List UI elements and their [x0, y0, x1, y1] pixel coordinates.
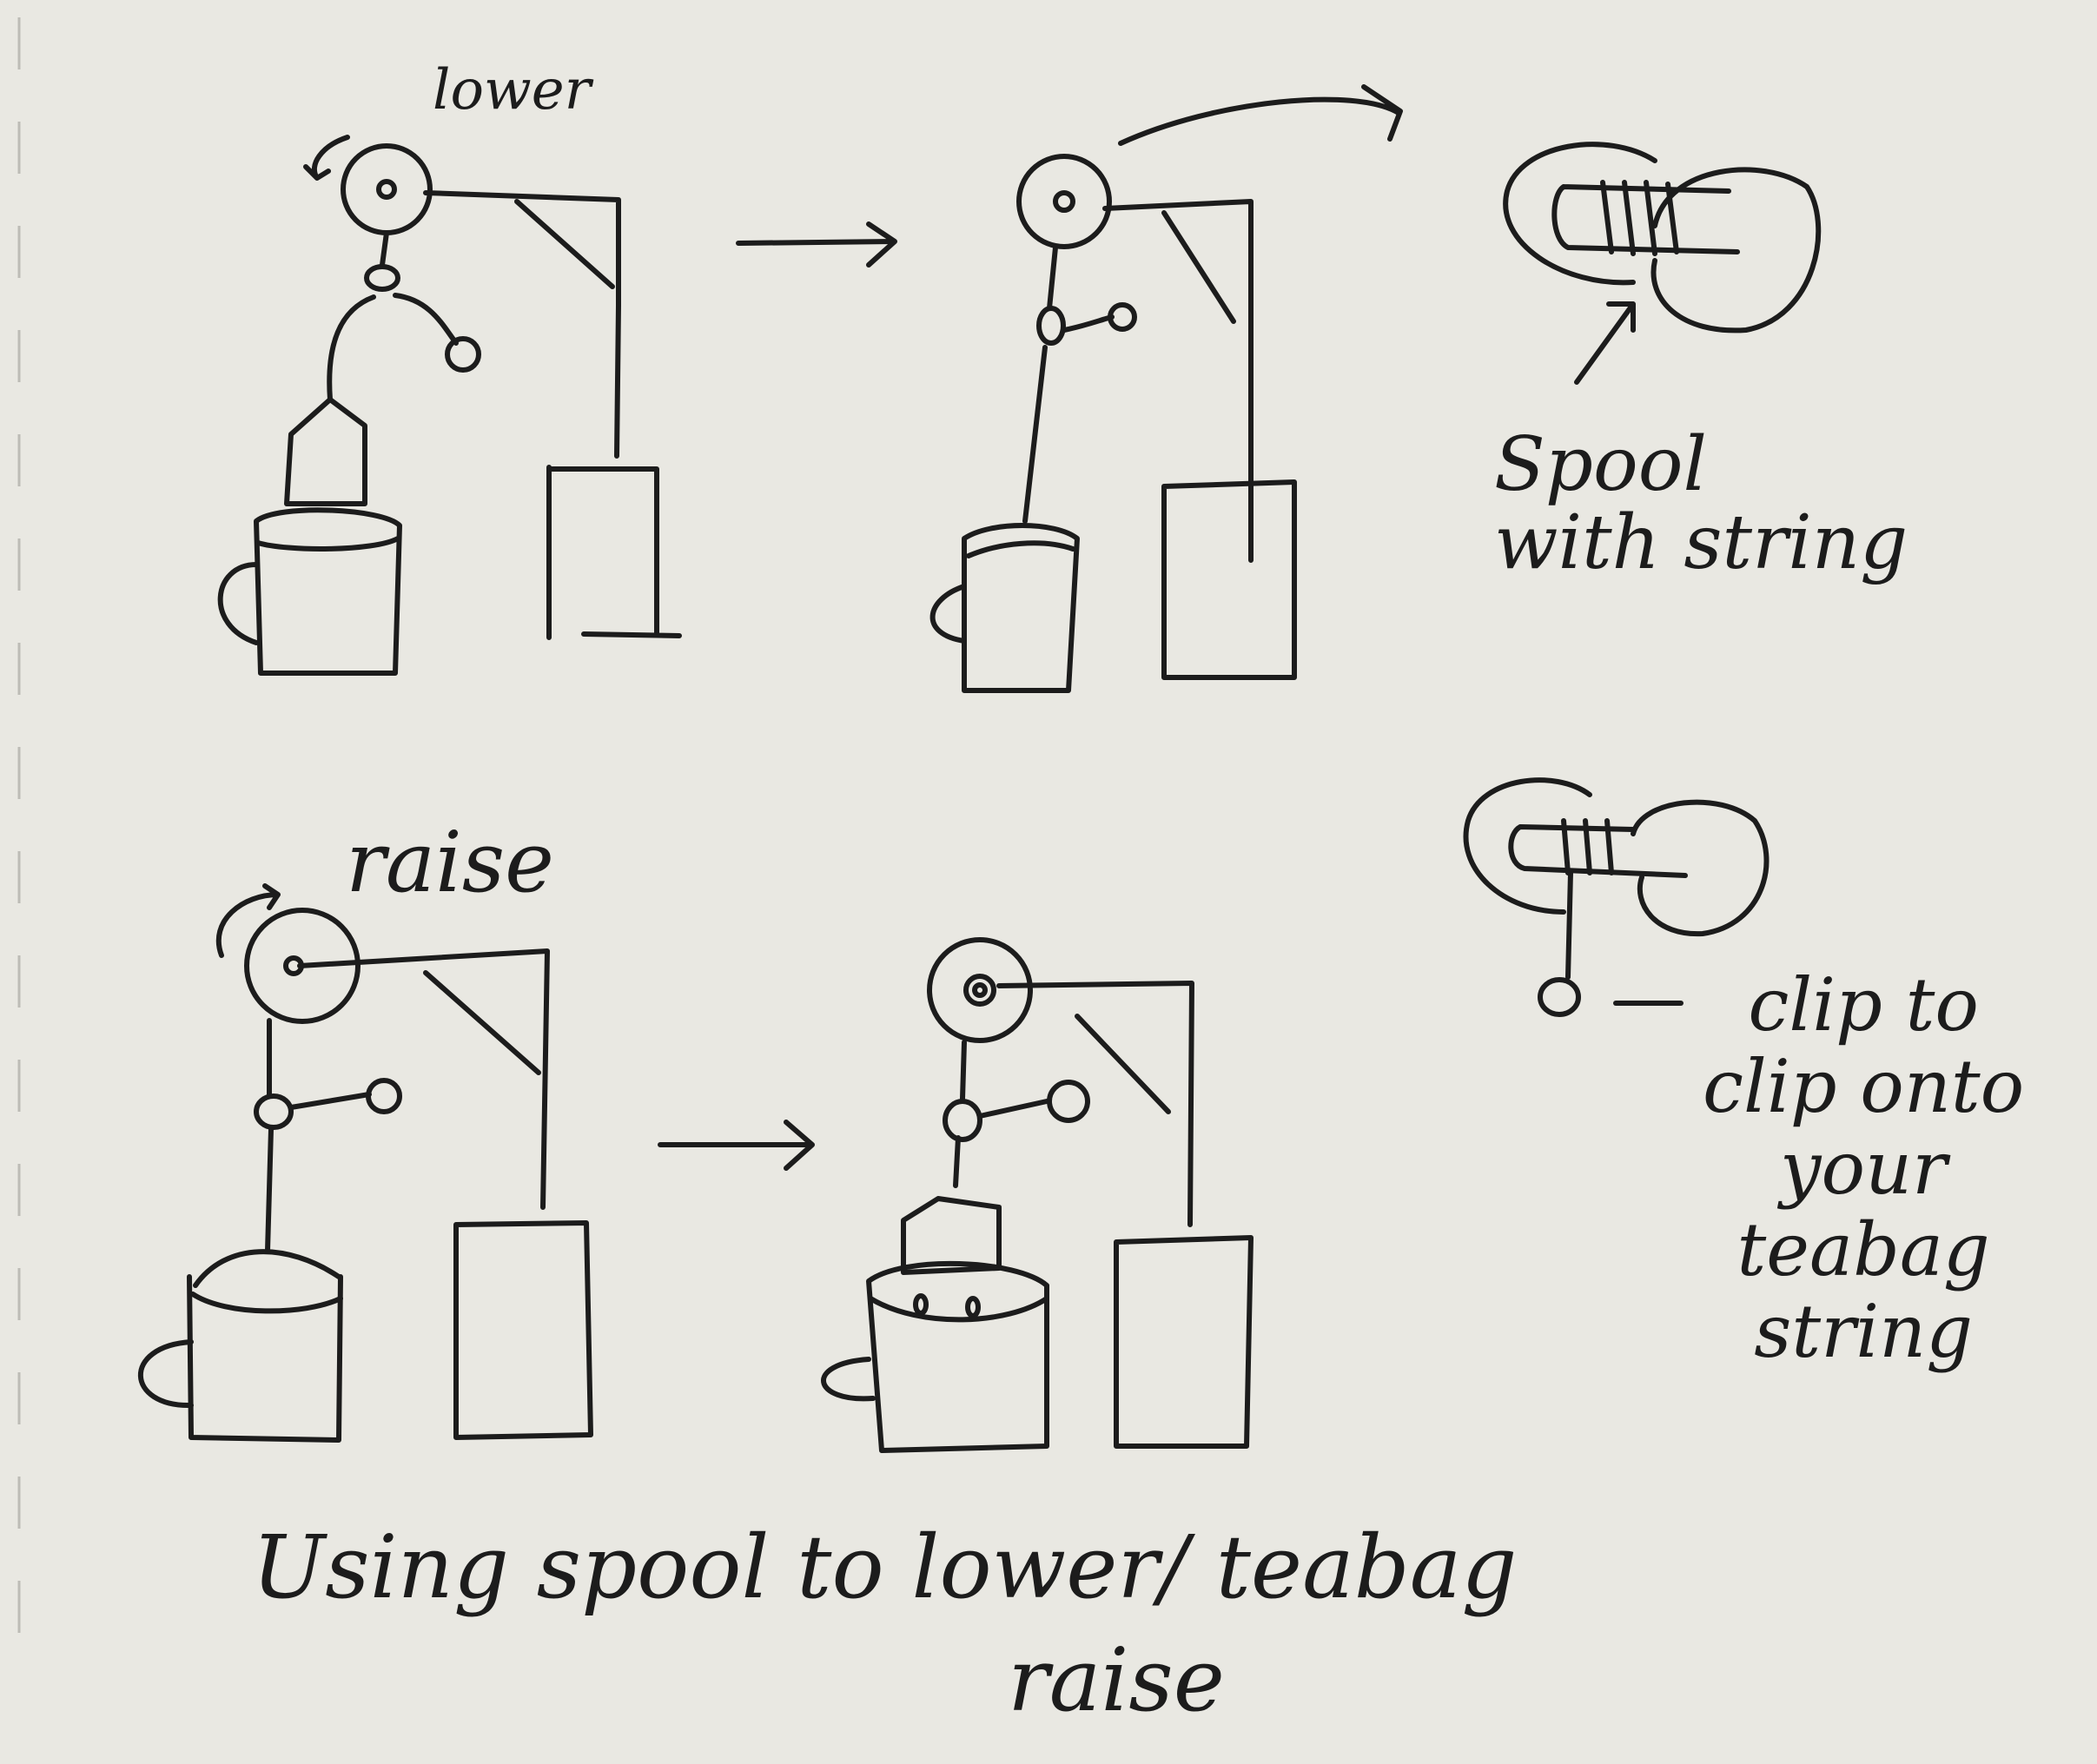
string — [960, 1040, 967, 1101]
stand-base — [546, 465, 682, 640]
clip — [254, 1093, 294, 1130]
spool-axle — [1053, 190, 1075, 213]
spool-disc-right — [1631, 799, 1770, 937]
stand-brace — [1161, 210, 1236, 324]
teabag-string — [265, 1126, 274, 1253]
transition-arrow-top — [736, 221, 897, 268]
spool-disc-left — [1463, 777, 1592, 915]
clip — [1036, 306, 1066, 346]
teabag-string — [1022, 345, 1048, 524]
spool-disc-right — [1650, 167, 1822, 334]
stand-brace — [514, 199, 615, 289]
rotation-arrow — [215, 883, 281, 958]
panel-raise-start — [137, 883, 593, 1443]
label-lower: lower — [433, 58, 592, 122]
mug-handle — [821, 1357, 876, 1402]
clip — [364, 264, 400, 292]
rotation-arrow — [303, 135, 350, 181]
stand-base — [1114, 1235, 1254, 1449]
stand-base — [1161, 479, 1297, 680]
clip-ring — [1047, 1080, 1090, 1123]
clip-ring — [445, 336, 481, 373]
stand-brace — [423, 970, 541, 1075]
panel-lower-start — [217, 135, 682, 676]
stand-arm — [423, 190, 621, 459]
spool-winding — [1600, 180, 1679, 256]
label-spool-with-string: Spool with string — [1494, 421, 1908, 587]
spool-axle — [376, 179, 397, 200]
spool-wheel — [341, 143, 433, 235]
teabag-string — [953, 1135, 961, 1188]
string — [1047, 245, 1058, 311]
teabag-string — [327, 294, 376, 402]
mug-body — [866, 1260, 1049, 1453]
mug-rim — [190, 1292, 343, 1314]
mug-rim — [255, 536, 400, 552]
spool-wheel — [244, 908, 361, 1024]
clip — [1538, 977, 1581, 1017]
rotation-arrow — [1118, 84, 1403, 146]
clip-ring — [1108, 302, 1137, 332]
clip-handle — [1062, 314, 1115, 333]
pointer-arrow — [1574, 301, 1636, 385]
hanging-string — [1565, 870, 1573, 980]
stand-base — [453, 1220, 593, 1440]
transition-arrow-bottom — [658, 1120, 815, 1171]
spool-axle — [963, 974, 996, 1007]
mug-body — [962, 523, 1080, 693]
mug-body — [254, 507, 402, 676]
label-raise: raise — [346, 814, 554, 911]
spool-detail-clip — [1463, 777, 1770, 1017]
spool-wheel — [1016, 154, 1112, 249]
string — [380, 230, 389, 268]
caption-line-2: raise — [1008, 1629, 1225, 1731]
spool-disc-left — [1503, 142, 1657, 286]
spool-winding — [1561, 818, 1614, 875]
caption-line-1: Using spool to lower/ teabag — [252, 1516, 1518, 1618]
panel-lower-end — [929, 84, 1403, 693]
stand-brace — [1075, 1014, 1171, 1114]
spool-axle-inner — [972, 982, 988, 998]
teabag-raised — [901, 1196, 1002, 1275]
spool-barrel — [1508, 824, 1688, 878]
mug-dot — [913, 1293, 929, 1316]
spool-detail-string — [1503, 142, 1822, 385]
mug-handle — [137, 1339, 194, 1409]
clip — [943, 1099, 982, 1142]
panel-raise-end — [821, 937, 1254, 1453]
stand-arm — [996, 981, 1194, 1227]
mug-rim — [868, 1296, 1049, 1323]
clip-ring — [366, 1078, 402, 1114]
spool-wheel — [927, 937, 1033, 1043]
clip-handle — [288, 1092, 372, 1110]
teabag-in-mug — [193, 1249, 341, 1288]
mug-body — [187, 1274, 343, 1443]
clip-handle — [393, 293, 459, 346]
mug-rim — [966, 540, 1075, 558]
mug-dot — [965, 1296, 981, 1318]
clip-handle — [977, 1099, 1049, 1119]
mug-handle — [929, 584, 967, 644]
label-clip-to-clip: clip to clip onto your teabag string — [1703, 962, 2025, 1375]
teabag — [284, 397, 367, 506]
mug-handle — [217, 562, 259, 645]
stand-arm — [297, 948, 550, 1210]
stand-arm — [1102, 199, 1254, 563]
